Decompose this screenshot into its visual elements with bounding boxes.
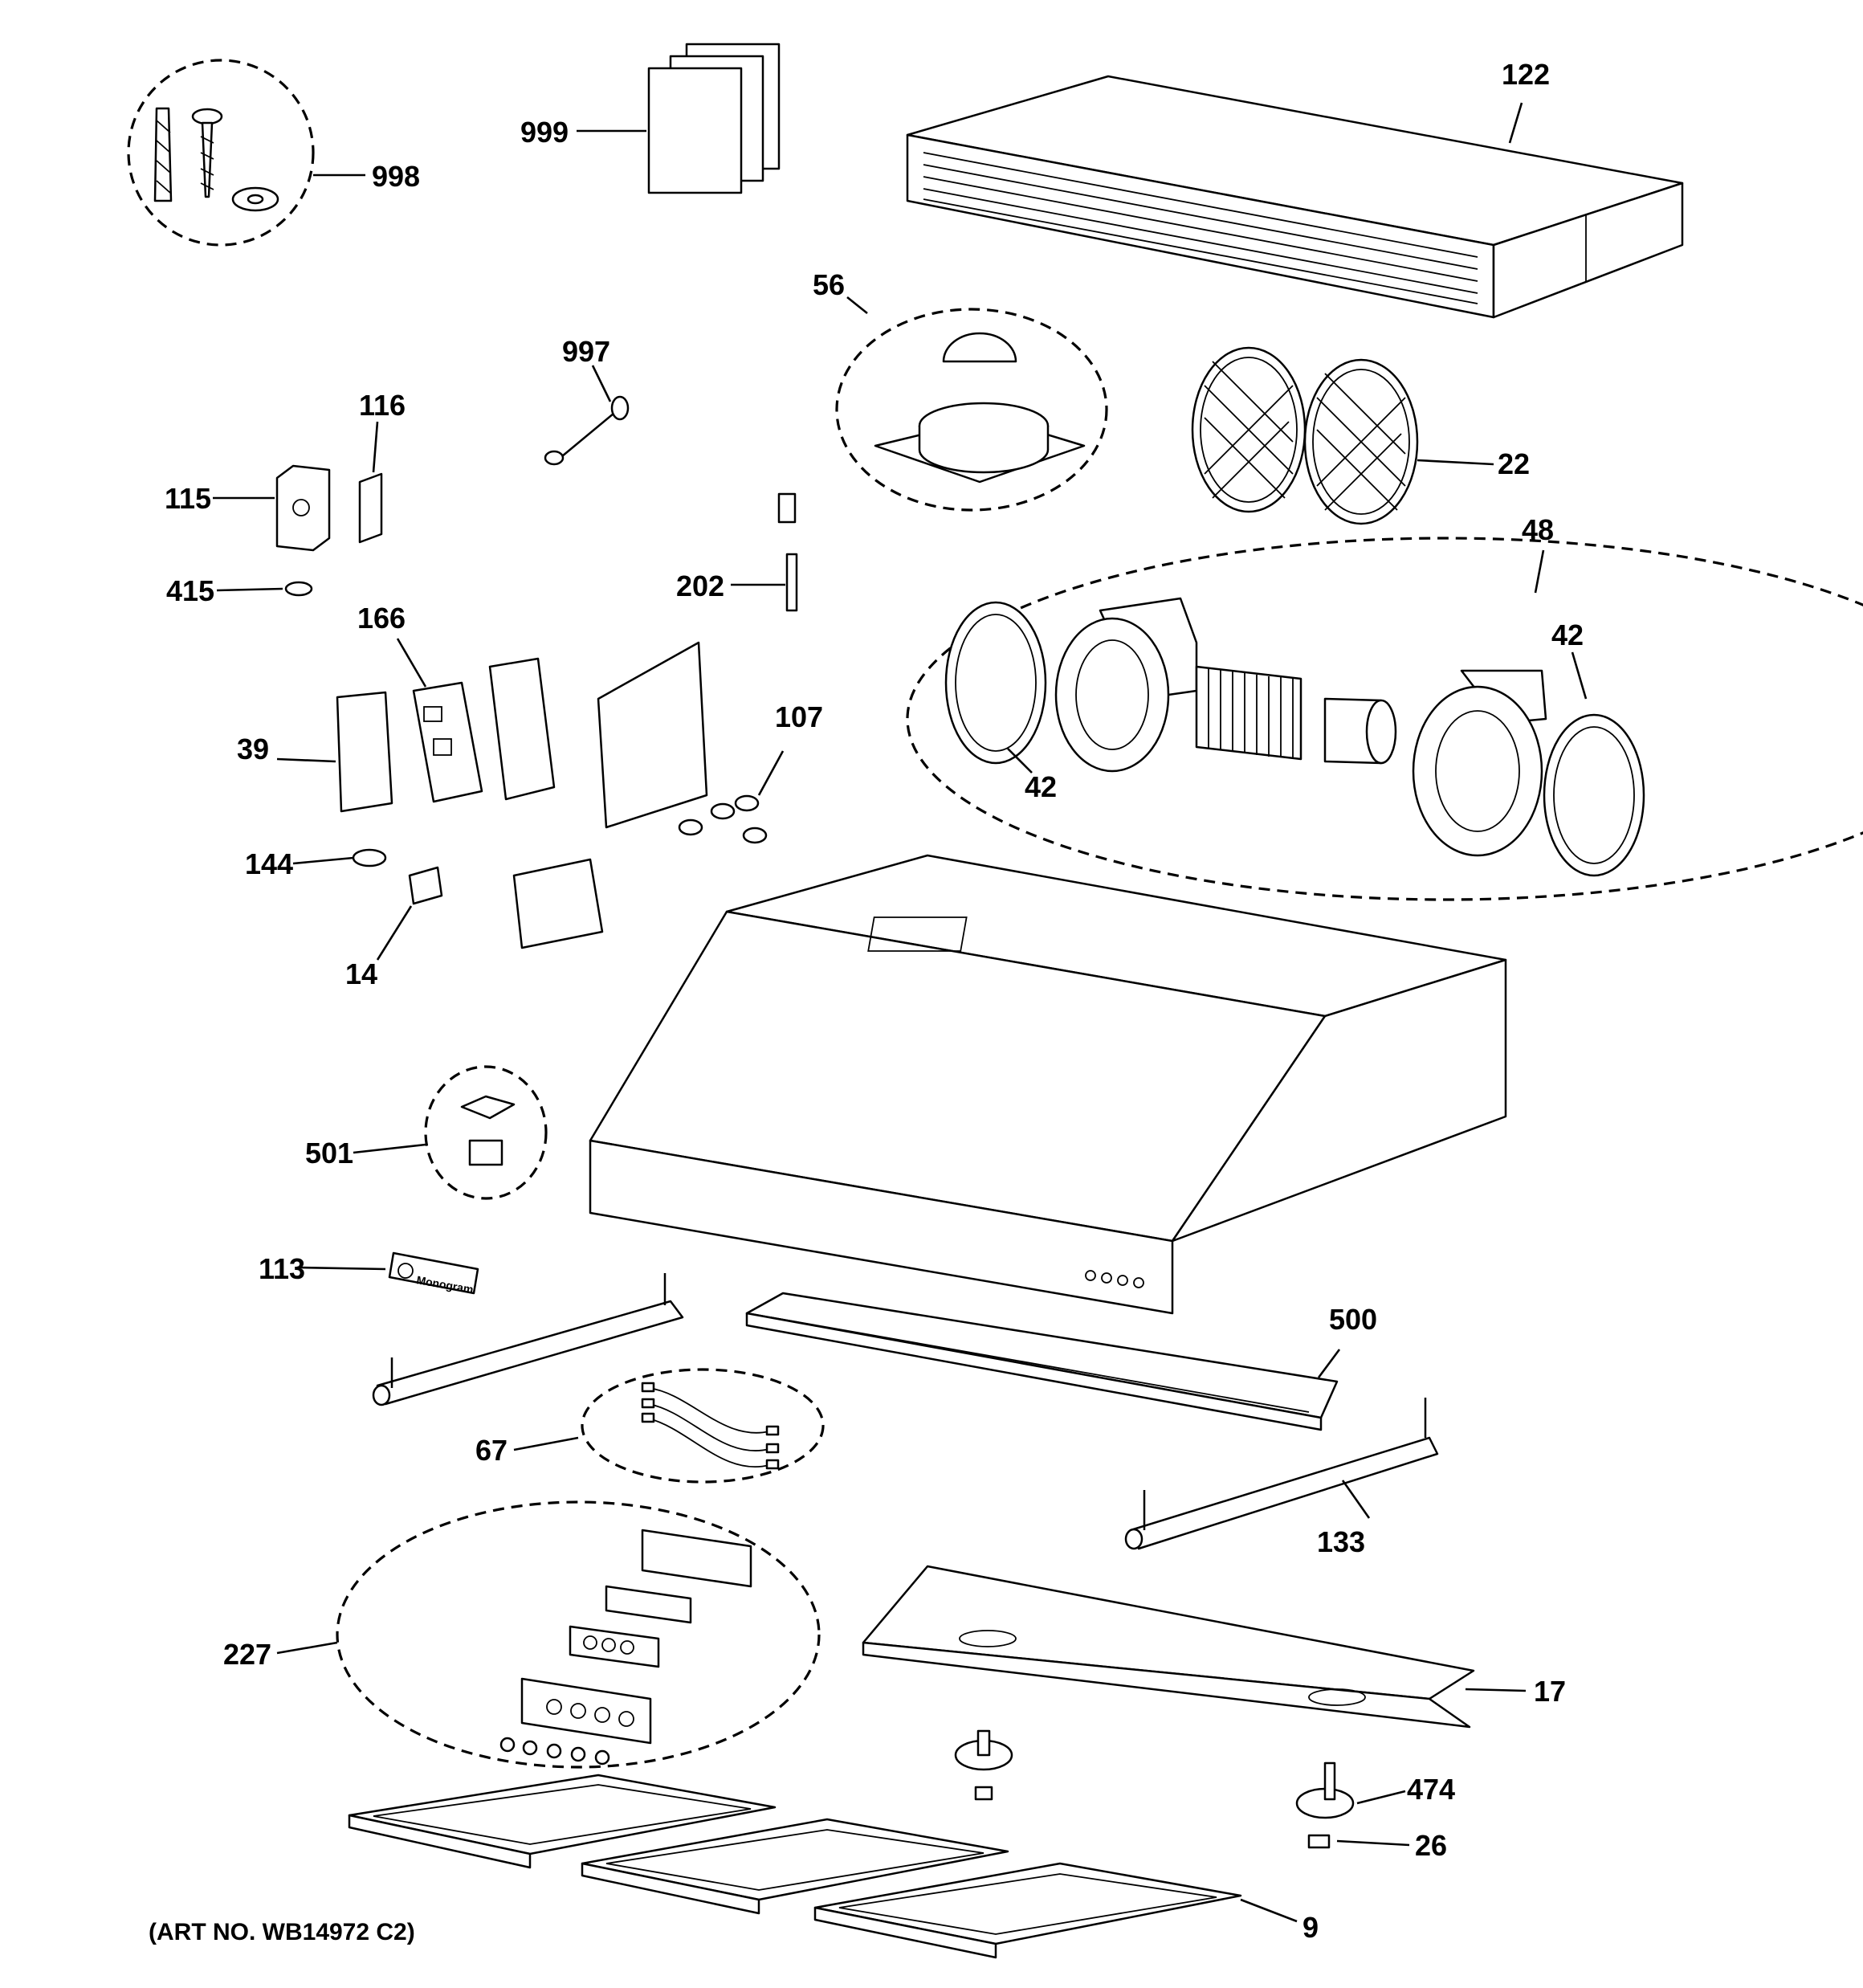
part-14-capacitor: 14 [345, 866, 443, 990]
callout-998: 998 [372, 160, 420, 193]
part-113-nameplate: Monogram 113 [259, 1251, 479, 1296]
callout-474: 474 [1407, 1773, 1455, 1806]
callout-500: 500 [1329, 1303, 1377, 1336]
callout-999: 999 [520, 116, 569, 149]
callout-166: 166 [357, 602, 406, 635]
callout-133: 133 [1317, 1525, 1365, 1558]
callout-48: 48 [1522, 513, 1554, 546]
part-133-rail-right: 133 [1124, 1398, 1439, 1558]
part-39-cover: 39 [237, 691, 393, 813]
callout-144: 144 [245, 847, 293, 880]
part-227-control-panel-kit: 227 [223, 1500, 821, 1769]
callout-415: 415 [166, 574, 214, 607]
part-107-grommets: 107 [678, 700, 823, 844]
callout-501: 501 [305, 1137, 353, 1170]
part-501-switches: 501 [305, 1065, 548, 1200]
electrical-enclosure [488, 641, 708, 949]
callout-22: 22 [1498, 447, 1530, 480]
callout-67: 67 [475, 1434, 508, 1467]
part-56-damper: 56 [813, 268, 1108, 512]
part-42-ring-left: 42 [944, 601, 1057, 803]
callout-202: 202 [676, 569, 724, 602]
callout-56: 56 [813, 268, 845, 301]
part-998-hardware-kit: 998 [127, 59, 420, 247]
part-997-bolt: 997 [544, 335, 630, 466]
hood-body [589, 854, 1507, 1315]
part-17-bottom-channel: 17 [862, 1565, 1566, 1729]
part-22-grease-filters: 22 [1191, 346, 1530, 525]
part-115-junction-box: 115 [165, 464, 331, 552]
part-48-blower-assembly: 48 [906, 513, 1863, 901]
part-474-lamp-socket: 474 [1295, 1761, 1455, 1819]
part-166-control-board: 166 [357, 602, 483, 803]
callout-42-left: 42 [1025, 770, 1057, 803]
callout-26: 26 [1415, 1829, 1447, 1862]
callout-113: 113 [259, 1252, 305, 1285]
callout-107: 107 [775, 700, 823, 733]
callout-39: 39 [237, 733, 269, 765]
callout-14: 14 [345, 957, 377, 990]
callout-17: 17 [1534, 1675, 1566, 1708]
part-42-ring-right: 42 [1543, 618, 1645, 877]
callout-227: 227 [223, 1638, 271, 1671]
callout-997: 997 [562, 335, 610, 368]
lamp-socket-center [954, 1729, 1013, 1801]
callout-115: 115 [165, 482, 211, 515]
part-202-clip: 202 [676, 492, 798, 612]
part-116-bracket: 116 [358, 389, 406, 544]
part-500-trim-strip: 500 [745, 1292, 1377, 1431]
callout-116: 116 [359, 389, 406, 422]
part-415-washer: 415 [166, 574, 313, 607]
callout-122: 122 [1502, 58, 1550, 91]
part-67-wire-harness: 67 [475, 1368, 825, 1484]
part-133-rail-left [372, 1273, 684, 1406]
part-122-duct-cover: 122 [906, 58, 1684, 319]
part-999-literature: 999 [520, 43, 781, 194]
part-9-mesh-filters: 9 [348, 1774, 1319, 1959]
part-26-bulb: 26 [1307, 1829, 1447, 1862]
art-number: (ART NO. WB14972 C2) [149, 1919, 415, 1945]
callout-9: 9 [1302, 1911, 1319, 1944]
part-144-strain-relief: 144 [245, 847, 387, 880]
callout-42-right: 42 [1551, 618, 1584, 651]
